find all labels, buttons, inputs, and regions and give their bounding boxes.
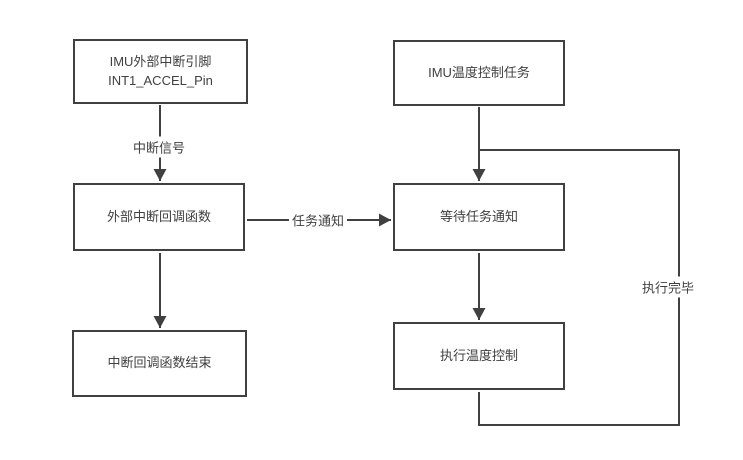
node-imu-temp-control-task: IMU温度控制任务 xyxy=(393,40,565,106)
node-execute-temp-control-label: 执行温度控制 xyxy=(439,347,518,363)
node-imu-interrupt-pin: IMU外部中断引脚 INT1_ACCEL_Pin xyxy=(73,39,248,104)
node-interrupt-callback-end-label: 中断回调函数结束 xyxy=(107,355,212,371)
node-wait-task-notification-label: 等待任务通知 xyxy=(439,208,518,224)
node-interrupt-callback-end: 中断回调函数结束 xyxy=(72,330,247,397)
edge-label-task-notify: 任务通知 xyxy=(288,209,348,231)
node-external-interrupt-callback: 外部中断回调函数 xyxy=(73,183,245,251)
edge-label-interrupt-signal: 中断信号 xyxy=(129,136,189,158)
node-imu-interrupt-pin-label: IMU外部中断引脚 INT1_ACCEL_Pin xyxy=(108,53,213,88)
node-execute-temp-control: 执行温度控制 xyxy=(393,322,565,390)
edge-label-exec-done: 执行完毕 xyxy=(638,276,698,298)
connector-exec-done-loop xyxy=(478,149,680,426)
node-external-interrupt-callback-label: 外部中断回调函数 xyxy=(106,208,211,224)
node-imu-temp-control-task-label: IMU温度控制任务 xyxy=(428,64,530,80)
node-wait-task-notification: 等待任务通知 xyxy=(393,183,565,251)
